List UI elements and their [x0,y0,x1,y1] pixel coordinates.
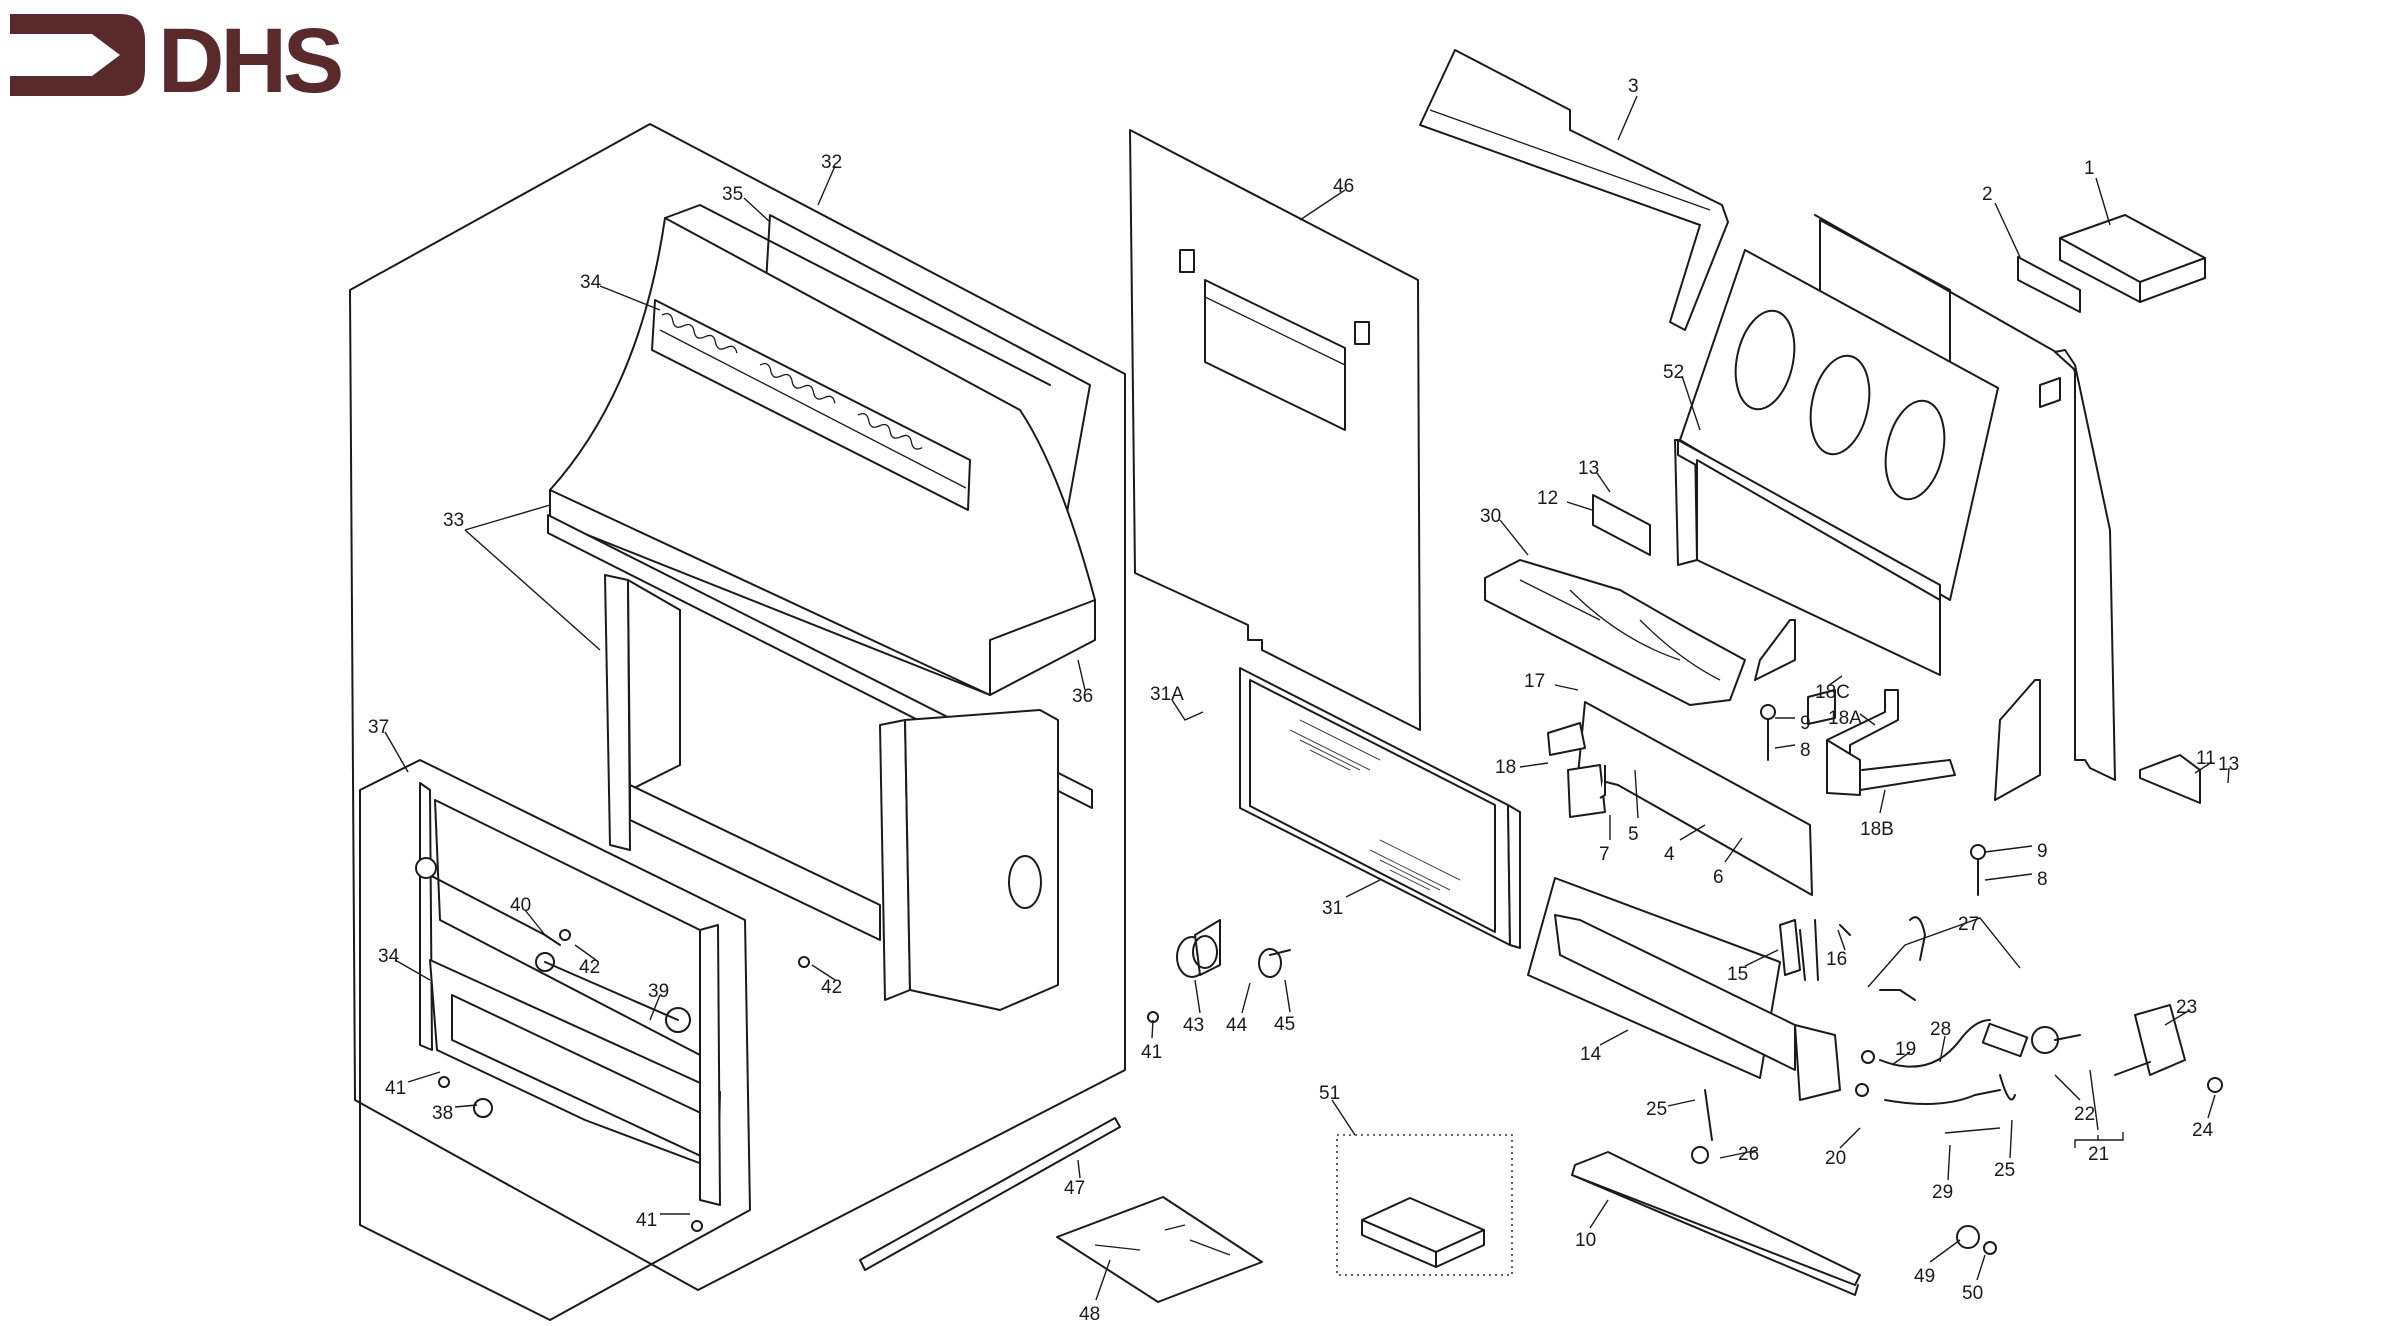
callout-16: 16 [1826,949,1847,970]
callout-10: 10 [1575,1230,1596,1251]
callout-43: 43 [1183,1015,1204,1036]
callout-14: 14 [1580,1044,1602,1065]
callout-15: 15 [1727,964,1748,985]
callout-4: 4 [1664,844,1675,865]
callout-46: 46 [1333,176,1354,197]
bag [1056,1196,1263,1303]
hood-assembly [547,204,1096,809]
callout-47: 47 [1064,1178,1085,1199]
top-baffle [1419,49,1729,331]
firebox-front [1239,667,1521,949]
callout-13b: 13 [2218,754,2239,775]
heat-exchanger [1674,219,1999,676]
callout-7: 7 [1599,844,1610,865]
callout-18: 18 [1495,757,1516,778]
gas-valve-group [1691,916,2223,1255]
support-legs [1760,689,1986,896]
logo-text: DHS [158,10,341,112]
front-frame [359,759,751,1321]
burner [1527,877,1841,1101]
callout-24: 24 [2192,1120,2214,1141]
callout-38: 38 [432,1103,453,1124]
kit-box [1336,1134,1513,1276]
callout-42a: 42 [579,957,600,978]
callout-19: 19 [1895,1039,1916,1060]
callout-25a: 25 [1646,1099,1667,1120]
callout-18C: 18C [1815,682,1850,703]
callout-8b: 8 [2037,869,2048,890]
callout-41a: 41 [385,1078,406,1099]
flue-parts [2017,214,2206,313]
callout-9b: 9 [2037,841,2048,862]
side-panels [604,574,1059,1011]
callout-37: 37 [368,717,389,738]
callout-11: 11 [2196,748,2216,769]
callout-32: 32 [821,152,842,173]
callout-23: 23 [2176,997,2197,1018]
callout-8a: 8 [1800,740,1811,761]
rear-panel [1129,129,1421,731]
callout-35: 35 [722,184,743,205]
callout-25b: 25 [1994,1160,2015,1181]
callout-12: 12 [1537,488,1558,509]
callout-52: 52 [1663,362,1684,383]
callout-42b: 42 [821,977,842,998]
control-knob-group [1176,919,1291,978]
callout-27: 27 [1958,914,1979,935]
callout-26: 26 [1738,1144,1759,1165]
decorative-grille-pattern [661,313,923,450]
callout-20: 20 [1825,1148,1846,1169]
callout-49: 49 [1914,1266,1935,1287]
back-frame [1754,214,2201,804]
group-outline-hood [349,123,1126,1291]
callout-36: 36 [1072,686,1093,707]
callout-48: 48 [1079,1304,1100,1325]
rod [859,1117,1121,1271]
base-rail [1571,1151,1861,1296]
arrow-right-bracket-icon [10,14,145,96]
callout-33: 33 [443,510,464,531]
callout-50: 50 [1962,1283,1983,1304]
callout-6: 6 [1713,867,1724,888]
fasteners-left [438,929,1159,1232]
callout-18A: 18A [1828,708,1862,729]
callout-9a: 9 [1800,713,1811,734]
callout-34b: 34 [378,946,400,967]
callout-41c: 41 [1141,1042,1162,1063]
callout-40: 40 [510,895,531,916]
callout-45: 45 [1274,1014,1295,1035]
callout-21: 21 [2088,1144,2109,1165]
brand-logo: DHS [10,10,345,112]
callout-30: 30 [1480,506,1501,527]
callout-22: 22 [2074,1104,2095,1125]
callout-3: 3 [1628,76,1639,97]
callout-44: 44 [1226,1015,1248,1036]
pilot-assembly [1779,919,1851,981]
callout-2: 2 [1982,184,1993,205]
callout-31: 31 [1322,898,1343,919]
callout-31A: 31A [1150,684,1184,705]
leader-lines [384,95,2230,1301]
callout-labels: 1 2 3 4 5 6 7 8 9 8 9 10 11 12 13 13 14 … [368,76,2239,1325]
callout-18B: 18B [1860,819,1894,840]
callout-13a: 13 [1578,458,1599,479]
callout-5: 5 [1628,824,1639,845]
callout-29: 29 [1932,1182,1953,1203]
logs-group [1484,494,1746,706]
callout-41b: 41 [636,1210,657,1231]
callout-34a: 34 [580,272,602,293]
callout-17: 17 [1524,671,1545,692]
burner-tray [1547,701,1813,896]
callout-39: 39 [648,981,669,1002]
callout-51: 51 [1319,1083,1340,1104]
callout-1: 1 [2084,158,2095,179]
callout-28: 28 [1930,1019,1951,1040]
